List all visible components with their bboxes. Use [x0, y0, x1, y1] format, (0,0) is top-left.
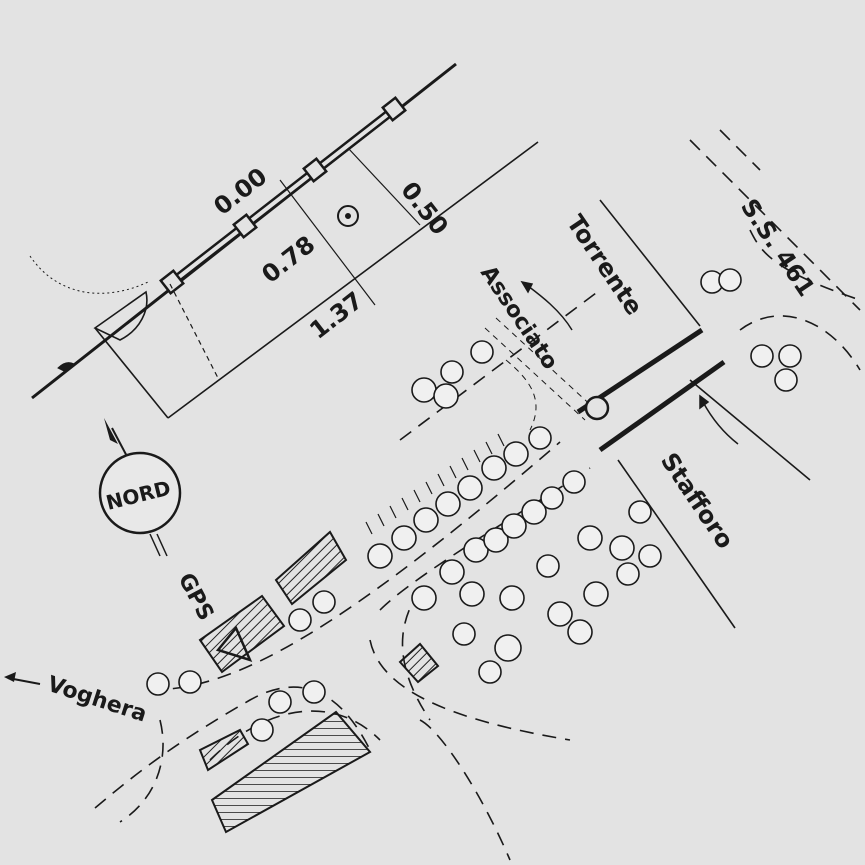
river-profile	[29, 62, 539, 419]
tree	[547, 601, 573, 627]
tree	[440, 360, 464, 384]
tree	[499, 585, 525, 611]
hedge-ticks	[365, 433, 505, 535]
tree	[452, 622, 476, 646]
building	[210, 710, 372, 834]
tree	[470, 340, 494, 364]
tree	[494, 634, 522, 662]
tree	[478, 660, 502, 684]
tree	[312, 590, 336, 614]
gps-station-icon	[215, 625, 253, 663]
voghera-arrow-icon	[4, 672, 41, 685]
tree	[411, 585, 437, 611]
tree	[411, 377, 437, 403]
river-banks	[599, 199, 811, 629]
measurement-point-icon	[584, 395, 610, 421]
tree	[536, 554, 560, 578]
flow-arrows	[520, 280, 739, 445]
tree	[583, 581, 609, 607]
building	[198, 594, 286, 674]
associato-channel	[484, 317, 597, 431]
tree	[439, 559, 465, 585]
profile-dimensions: 0.00 0.78 1.37 0.50	[208, 162, 453, 345]
tree	[435, 491, 461, 517]
buildings	[198, 530, 440, 834]
tree	[577, 525, 603, 551]
tree	[540, 486, 564, 510]
tree	[609, 535, 635, 561]
tree	[457, 475, 483, 501]
tree	[302, 680, 326, 704]
torrente-label: Torrente	[561, 210, 648, 321]
trees	[146, 268, 802, 742]
building	[274, 530, 348, 606]
stafforo-label: Stafforo	[655, 448, 739, 554]
tree	[628, 500, 652, 524]
tree	[413, 507, 439, 533]
tree	[463, 537, 489, 563]
north-circle	[98, 451, 182, 535]
north-arrow: NORD	[98, 418, 182, 557]
tree	[750, 344, 774, 368]
tree	[567, 619, 593, 645]
tree	[459, 581, 485, 607]
tree	[178, 670, 202, 694]
tree	[250, 718, 274, 742]
tree	[528, 426, 552, 450]
tree	[288, 608, 312, 632]
building	[198, 728, 250, 772]
dim-mid-label: 0.78	[256, 230, 320, 289]
tree	[367, 543, 393, 569]
tree	[638, 544, 662, 568]
tree	[774, 368, 798, 392]
dim-bottom-label: 1.37	[304, 286, 368, 345]
tree	[433, 383, 459, 409]
tree	[521, 499, 547, 525]
tree	[616, 562, 640, 586]
ss461-label: S.S. 461	[735, 194, 820, 302]
tree	[481, 455, 507, 481]
tree	[503, 441, 529, 467]
tree	[146, 672, 170, 696]
bridge[interactable]	[576, 327, 726, 453]
voghera-label: Voghera	[44, 672, 150, 728]
tree	[718, 268, 742, 292]
north-arrow-icon	[104, 418, 118, 444]
tree	[562, 470, 586, 494]
tree	[391, 525, 417, 551]
tree	[501, 513, 527, 539]
tree	[268, 690, 292, 714]
building	[398, 642, 440, 684]
tree	[778, 344, 802, 368]
gps-label: GPS	[173, 569, 219, 625]
tree	[483, 527, 509, 553]
